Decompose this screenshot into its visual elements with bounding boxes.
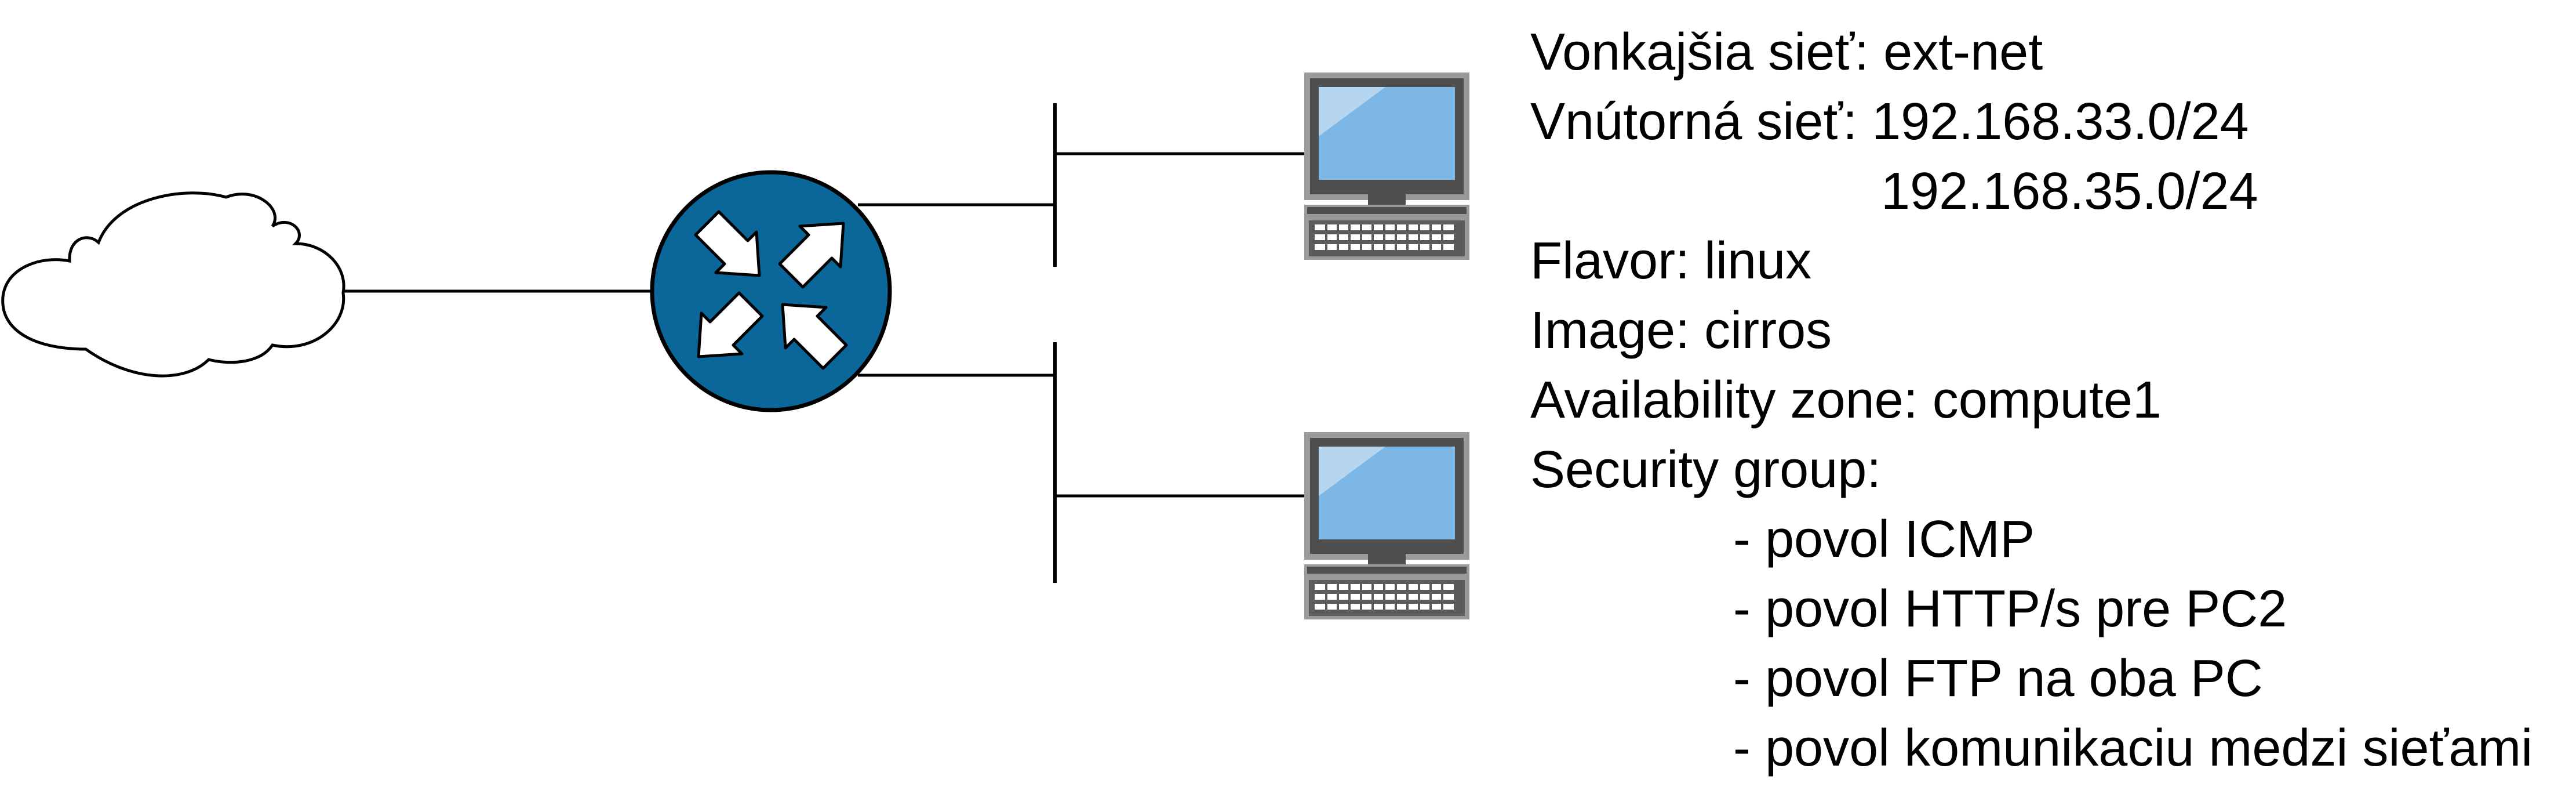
security-rule: - povol komunikaciu medzi sieťami xyxy=(1733,719,2533,777)
external-network-label: Vonkajšia sieť: ext-net xyxy=(1530,23,2043,81)
availability-zone-label: Availability zone: compute1 xyxy=(1530,371,2162,429)
internal-network-label: Vnútorná sieť: 192.168.33.0/24 xyxy=(1530,93,2249,151)
desktop-computer-icon xyxy=(1304,72,1469,260)
cloud-icon xyxy=(1,191,345,378)
security-group-label: Security group: xyxy=(1530,441,1882,499)
image-label: Image: cirros xyxy=(1530,302,1832,360)
router-icon xyxy=(650,170,892,412)
security-rule: - povol FTP na oba PC xyxy=(1733,650,2263,708)
flavor-label: Flavor: linux xyxy=(1530,232,1812,290)
internal-network-label-2: 192.168.35.0/24 xyxy=(1881,162,2258,220)
security-rule: - povol ICMP xyxy=(1733,510,2035,568)
desktop-computer-icon xyxy=(1304,432,1469,619)
security-rule: - povol HTTP/s pre PC2 xyxy=(1733,580,2287,638)
